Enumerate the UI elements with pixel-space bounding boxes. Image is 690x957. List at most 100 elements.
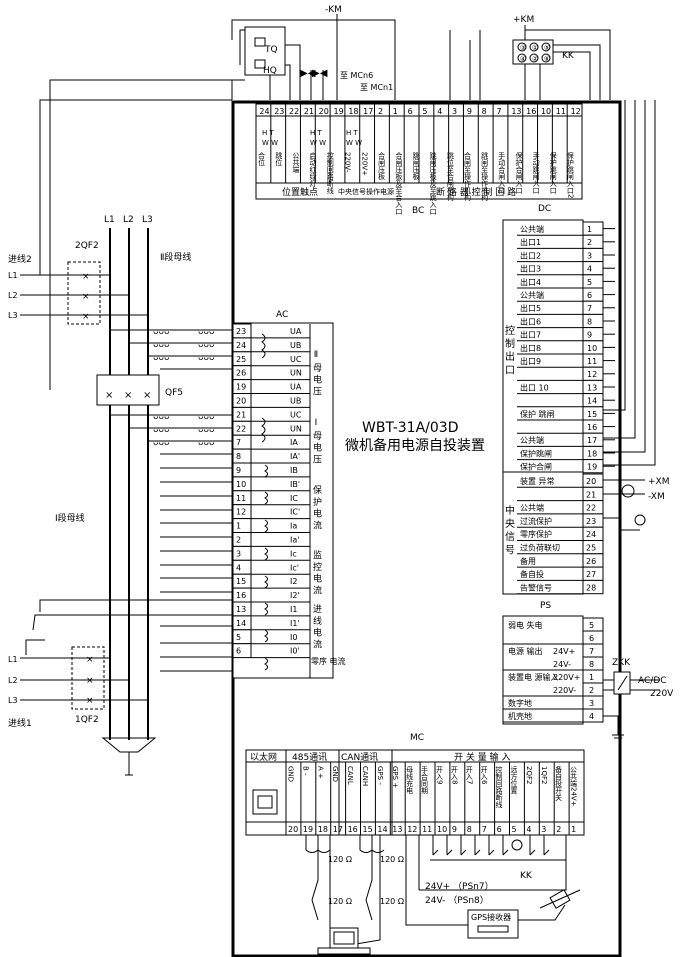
ac-signal: IB' xyxy=(290,480,300,489)
ac-terminal: 12 xyxy=(236,508,246,517)
bc-column-label: 合闸至操作机构 xyxy=(463,151,471,202)
ac-terminal: 8 xyxy=(236,452,241,461)
ps-terminal: 7 xyxy=(589,647,594,656)
mc-column-label: GPS - xyxy=(376,766,384,785)
mc-column-label: 开入6 xyxy=(480,766,488,785)
ps-module-label: PS xyxy=(540,601,551,611)
svg-text:ᴗᴗᴗ: ᴗᴗᴗ xyxy=(198,340,215,350)
dc-row-label: 出口9 xyxy=(520,356,541,366)
in2-L1: L1 xyxy=(8,271,18,280)
central-row-label: 告警信号 xyxy=(520,582,552,592)
mc-terminal: 8 xyxy=(467,825,472,834)
mc-column-label: 手合同期 xyxy=(421,765,429,795)
res-can-bottom: 120 Ω xyxy=(380,897,404,906)
ps-terminal: 2 xyxy=(589,686,594,695)
qf2-upper-label: 2QF2 xyxy=(75,241,99,251)
dc-row-label: 出口4 xyxy=(520,277,541,287)
mc-module-label: MC xyxy=(410,733,424,743)
ac-terminal: 3 xyxy=(236,549,241,558)
mc-terminal: 4 xyxy=(526,825,531,834)
bc-terminal: 24 xyxy=(259,107,269,116)
svg-text:▶◀: ▶◀ xyxy=(300,68,316,79)
mc-terminal: 7 xyxy=(482,825,487,834)
svg-text:H T: H T xyxy=(346,129,358,137)
mc-terminal: 20 xyxy=(288,825,298,834)
central-terminal: 22 xyxy=(586,504,596,513)
dc-terminal: 4 xyxy=(587,265,592,274)
bc-column-label: 跳位 xyxy=(275,151,283,166)
dc-terminal: 16 xyxy=(587,423,597,432)
svg-text:W W: W W xyxy=(346,139,362,147)
mc-column-label: GPS + xyxy=(391,766,399,788)
mc-terminal: 16 xyxy=(348,825,358,834)
mc-terminal: 19 xyxy=(303,825,313,834)
svg-text:ᴗᴗᴗ: ᴗᴗᴗ xyxy=(198,327,215,337)
dc-row-label: 公共端 xyxy=(520,435,544,445)
ac-signal: I2 xyxy=(290,577,297,586)
mc-terminal: 3 xyxy=(541,825,546,834)
bc-footer-central: 中央信号操作电源 xyxy=(338,187,394,196)
svg-text:ᴗᴗᴗ: ᴗᴗᴗ xyxy=(153,327,170,337)
dc-terminal: 5 xyxy=(587,278,592,287)
qf5-breaker xyxy=(96,374,160,406)
ac-signal: I0' xyxy=(290,647,300,656)
ac-signal: I1 xyxy=(290,605,297,614)
svg-text:×: × xyxy=(86,676,94,686)
svg-text:ᴗᴗᴗ: ᴗᴗᴗ xyxy=(153,340,170,350)
gps-receiver: GPS接收器 xyxy=(405,889,581,939)
svg-text:ᴗᴗᴗ: ᴗᴗᴗ xyxy=(153,425,170,435)
zkk-label: ZKK xyxy=(612,658,631,668)
device-name: 微机备用电源自投装置 xyxy=(345,437,485,454)
mc-column-label: 备自投开关 xyxy=(555,765,563,802)
bc-column-label: 220V- xyxy=(343,152,351,173)
gps-label: GPS接收器 xyxy=(471,912,511,922)
switch-input-contacts xyxy=(405,835,567,905)
in1-L1: L1 xyxy=(8,655,18,664)
in1-L2: L2 xyxy=(8,676,18,685)
central-terminal: 20 xyxy=(586,477,596,486)
tq-hq-coils: TQ HQ xyxy=(231,19,396,100)
bc-column-label: 手动跳闸入口 xyxy=(532,151,540,194)
dc-terminal: 3 xyxy=(587,251,592,260)
dc-row-label: 保护 跳闸 xyxy=(520,409,555,419)
dc-terminal: 15 xyxy=(587,410,597,419)
mc-terminal: 15 xyxy=(363,825,373,834)
dc-terminal: 2 xyxy=(587,238,592,247)
in1-L3: L3 xyxy=(8,696,18,705)
bc-module-label: BC xyxy=(412,206,424,216)
central-terminal: 26 xyxy=(586,557,596,566)
ac-signal: UC xyxy=(290,355,302,364)
ac-terminal: 24 xyxy=(236,341,246,350)
switch-input-label: 开 关 量 输 入 xyxy=(454,751,510,763)
ac-group-bus1-voltage: Ⅰ 母 电 压 xyxy=(311,418,322,465)
bc-column-label: 公共端 xyxy=(292,152,300,174)
ac-module-label: AC xyxy=(276,310,288,320)
bc-column-label: 保护跳闸入口 xyxy=(549,151,557,194)
right-wiring xyxy=(603,100,656,466)
bc-terminal: 11 xyxy=(556,107,566,116)
dc-terminal: 9 xyxy=(587,331,592,340)
mc-column-label: 1QF2 xyxy=(540,766,548,784)
dc-terminal: 6 xyxy=(587,291,592,300)
mc-column-label: 开入9 xyxy=(435,766,443,784)
ps-row-label: 数字地 xyxy=(508,698,532,708)
can-label: CAN通讯 xyxy=(341,752,378,763)
ps-terminal: 3 xyxy=(589,699,594,708)
dc-row-label: 出口3 xyxy=(520,264,541,274)
svg-text:×: × xyxy=(86,655,94,665)
ac-signal: UC xyxy=(290,410,302,419)
ac-terminal: 22 xyxy=(236,424,246,433)
ps-terminal: 8 xyxy=(589,660,594,669)
qf5-label: QF5 xyxy=(165,388,183,398)
ac-terminal: 7 xyxy=(236,438,241,447)
qf2-upper-breaker xyxy=(67,261,101,325)
ps-terminal: 5 xyxy=(589,621,594,630)
dc-row-label: 出口1 xyxy=(520,237,541,247)
svg-text:H T: H T xyxy=(262,129,274,137)
